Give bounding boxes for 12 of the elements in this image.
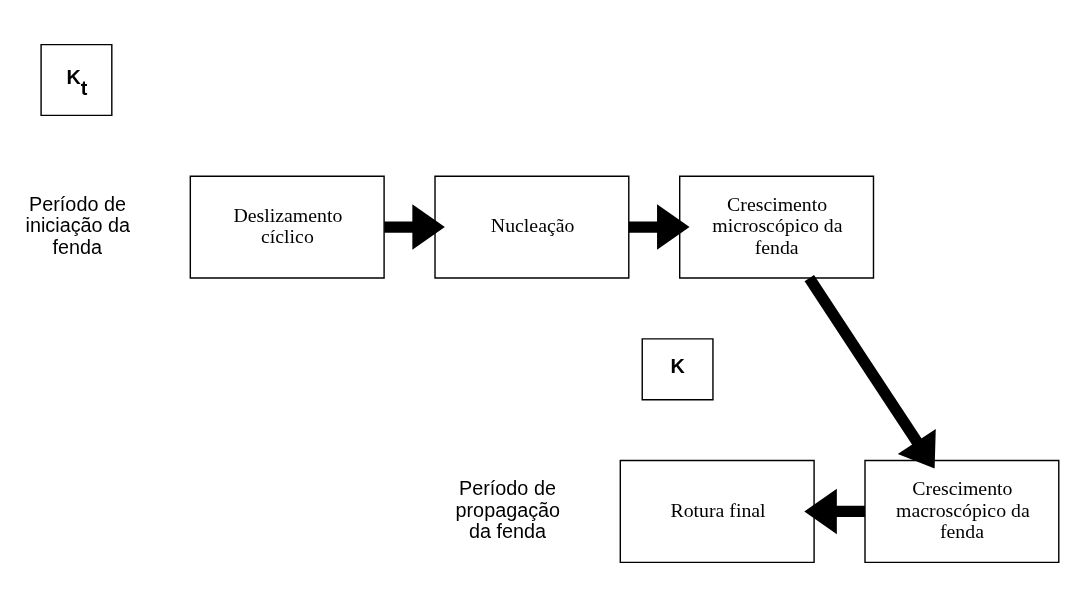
node-box: Crescimento microscópico da fenda [679, 175, 875, 279]
label: Período de iniciação da fenda [25, 193, 131, 258]
arrow [628, 204, 690, 250]
arrow [384, 204, 445, 250]
node-box: Rotura final [619, 459, 815, 564]
node-box: Deslizamento cíclico [189, 175, 385, 279]
node-box: Crescimento macroscópico da fenda [864, 459, 1060, 564]
node-box: K [641, 338, 714, 401]
label: Período de propagação da fenda [455, 477, 561, 542]
arrow [804, 488, 865, 535]
node-box: Nucleação [434, 175, 630, 279]
arrow [804, 275, 936, 469]
